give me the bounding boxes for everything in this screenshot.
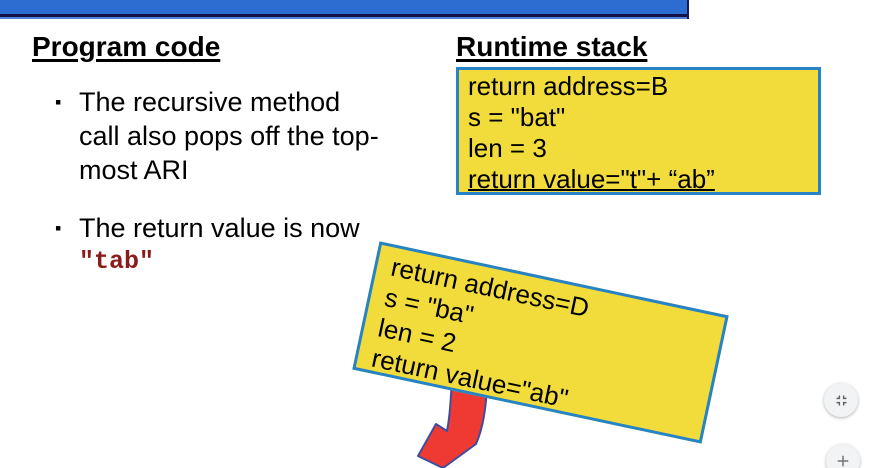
bullet-text-line: The return value is now — [79, 213, 360, 243]
slide-accent-bar — [0, 0, 689, 19]
bullet-square-icon: ▪ — [55, 218, 62, 238]
bullet-text-line: most ARI — [79, 155, 189, 185]
stack-frame-box: return address=B s = "bat" len = 3 retur… — [456, 67, 821, 195]
bullet-return-value: ▪ The return value is now "tab" — [55, 211, 360, 279]
bullet-text: The return value is now "tab" — [79, 211, 360, 279]
frame-line-return-value: return value="t"+ “ab” — [468, 164, 715, 194]
return-value-code: "tab" — [79, 247, 155, 276]
frame-line: len = 3 — [468, 133, 547, 163]
frame-line: return address=B — [468, 71, 669, 101]
frame-line: s = "bat" — [468, 102, 566, 132]
bullet-text-line: call also pops off the top- — [79, 121, 379, 151]
program-code-heading: Program code — [32, 31, 221, 62]
bullet-square-icon: ▪ — [55, 92, 62, 112]
zoom-in-button[interactable] — [826, 444, 860, 468]
bullet-text-line: The recursive method — [79, 87, 341, 117]
plus-icon — [834, 452, 852, 468]
runtime-stack-heading: Runtime stack — [456, 31, 648, 62]
bullet-recursive-pop: ▪ The recursive method call also pops of… — [55, 85, 379, 187]
exit-fullscreen-button[interactable] — [824, 383, 858, 417]
bullet-text: The recursive method call also pops off … — [79, 85, 379, 187]
fullscreen-exit-icon — [833, 392, 850, 409]
